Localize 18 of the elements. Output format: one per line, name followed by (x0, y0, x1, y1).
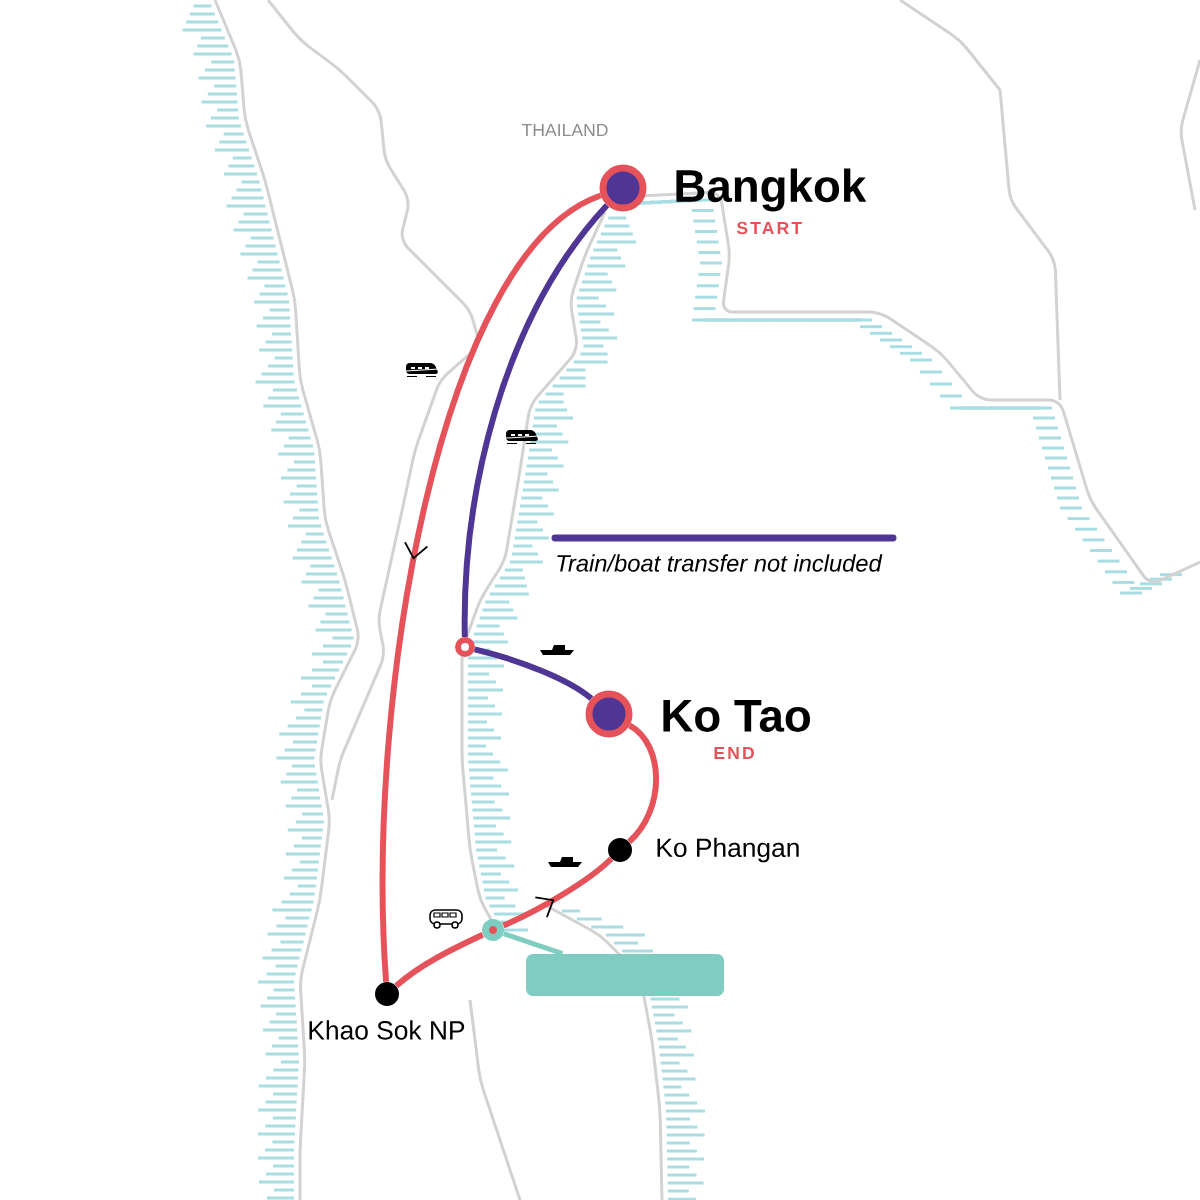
route-line (474, 646, 594, 701)
route-line (502, 856, 614, 929)
point-marker (482, 919, 504, 941)
stop-marker (455, 637, 475, 657)
route-line (394, 932, 484, 989)
leader-line (502, 931, 564, 957)
country-label: THAILAND (521, 123, 608, 137)
route-line (461, 203, 610, 638)
status-label: START (736, 221, 802, 235)
place-name: Bangkok (676, 168, 867, 212)
place-name: Ko Tao (663, 700, 810, 732)
status-label: END (714, 746, 754, 760)
route-line (379, 192, 603, 982)
legend-text: Train/boat transfer not included (557, 554, 883, 572)
route-line (627, 722, 660, 844)
badge (526, 954, 724, 996)
place-name: Khao Sok NP (309, 1020, 465, 1040)
place-name: Ko Phangan (657, 837, 799, 863)
